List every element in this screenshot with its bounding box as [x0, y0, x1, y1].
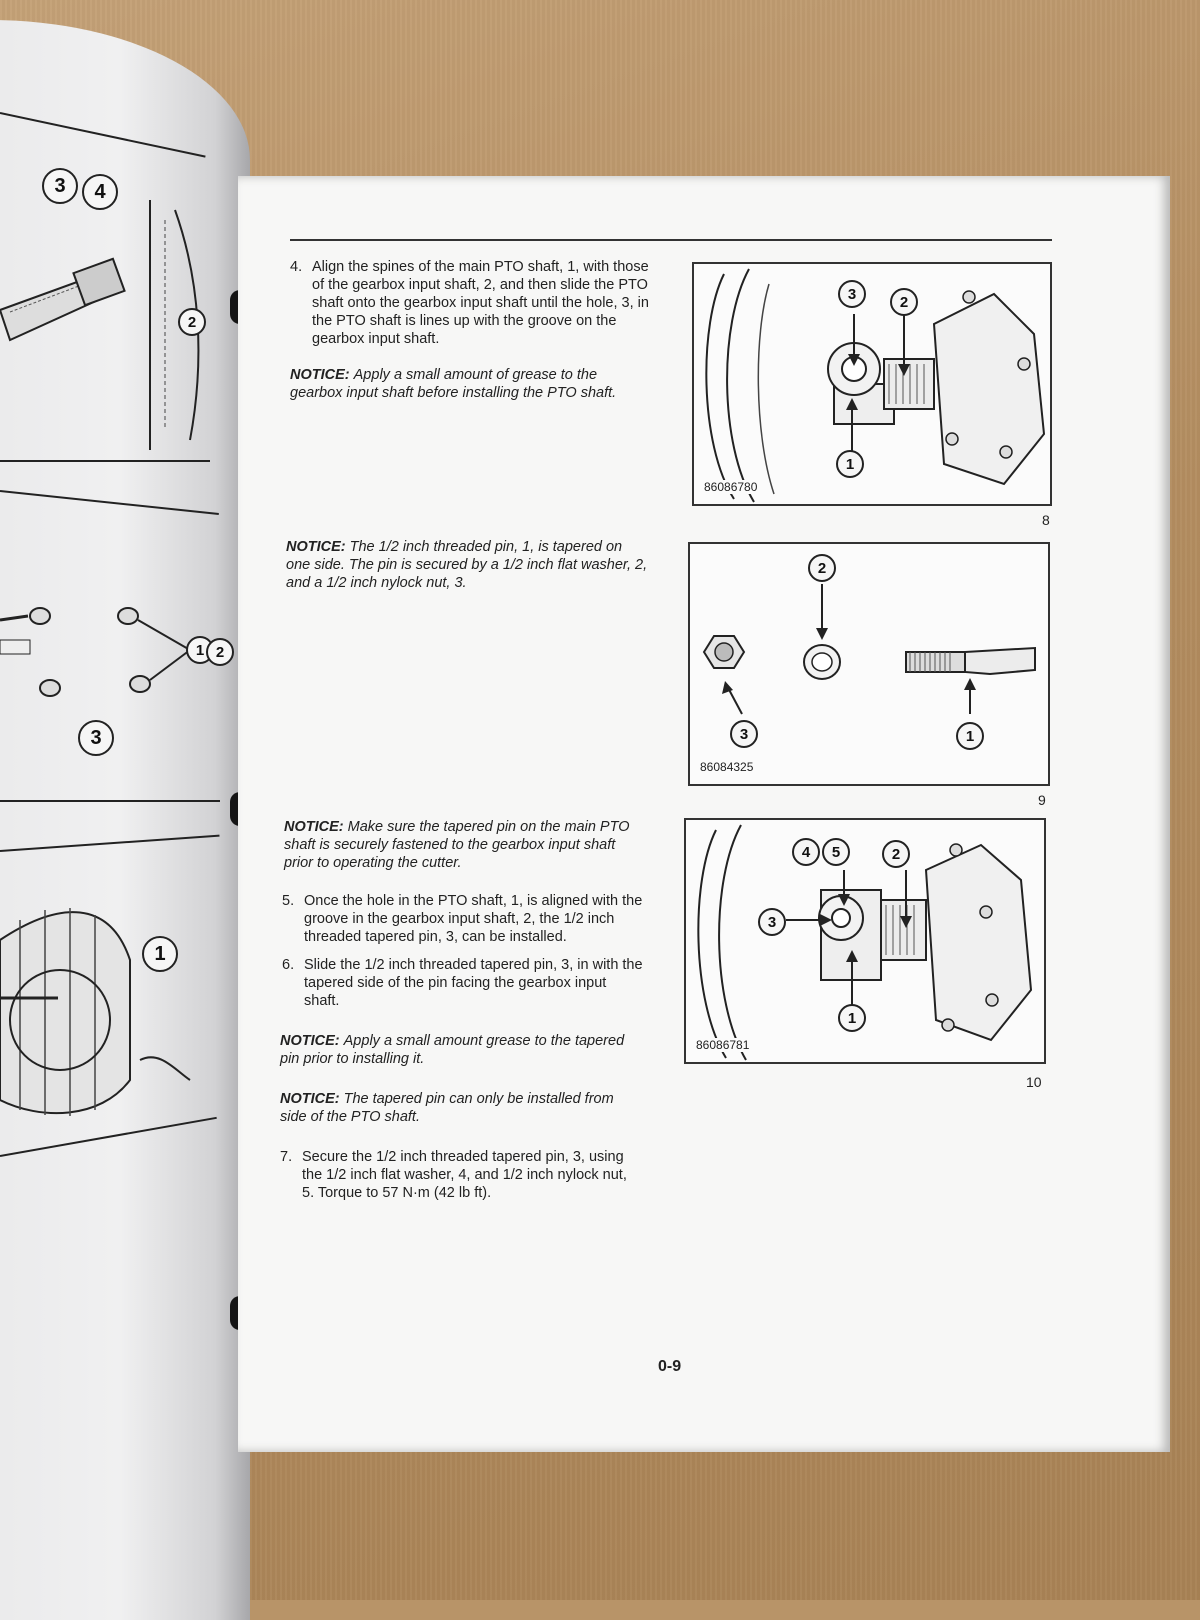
notice-label: NOTICE:	[290, 367, 350, 383]
figure-number: 10	[1026, 1074, 1042, 1090]
callout-1: 1	[956, 722, 984, 750]
panel-border	[0, 800, 220, 802]
step-text: Slide the 1/2 inch threaded tapered pin,…	[304, 957, 643, 1009]
figure-8: 3 2 1 86086780	[692, 262, 1052, 506]
notice-threaded-pin: NOTICE: The 1/2 inch threaded pin, 1, is…	[286, 538, 648, 592]
callout-1: 1	[142, 936, 178, 972]
notice-text: The 1/2 inch threaded pin, 1, is tapered…	[286, 539, 648, 591]
figure-id: 86086780	[702, 480, 760, 494]
figure-number: 8	[1042, 512, 1050, 528]
panel-border	[0, 112, 206, 158]
step-6: 6. Slide the 1/2 inch threaded tapered p…	[282, 956, 644, 1010]
callout-1: 1	[838, 1004, 866, 1032]
notice-label: NOTICE:	[280, 1033, 340, 1049]
notice-label: NOTICE:	[284, 819, 344, 835]
notice-grease-input-shaft: NOTICE: Apply a small amount of grease t…	[290, 366, 650, 402]
step-number: 6.	[282, 957, 295, 973]
illustration-threaded-rod	[0, 200, 200, 450]
callout-3: 3	[758, 908, 786, 936]
step-text: Once the hole in the PTO shaft, 1, is al…	[304, 893, 643, 945]
notice-secure-pin: NOTICE: Make sure the tapered pin on the…	[284, 818, 646, 872]
panel-border	[0, 490, 219, 515]
step-7: 7. Secure the 1/2 inch threaded tapered …	[280, 1148, 642, 1202]
step-number: 5.	[282, 893, 295, 909]
step-text: Secure the 1/2 inch threaded tapered pin…	[302, 1149, 627, 1201]
illustration-pin-washer-nut	[702, 584, 1036, 715]
callout-4: 4	[792, 838, 820, 866]
step-text: Align the spines of the main PTO shaft, …	[312, 259, 649, 347]
illustration-gearbox	[0, 908, 191, 1116]
figure-number: 9	[1038, 792, 1046, 808]
panel-border	[0, 834, 220, 852]
panel-border	[0, 460, 210, 462]
callout-3: 3	[78, 720, 114, 756]
illustration-pto-shaft-alignment	[705, 268, 1046, 503]
callout-3: 3	[838, 280, 866, 308]
callout-2: 2	[882, 840, 910, 868]
notice-grease-pin: NOTICE: Apply a small amount grease to t…	[280, 1032, 642, 1068]
notice-text: Make sure the tapered pin on the main PT…	[284, 819, 630, 871]
notice-text: The tapered pin can only be installed fr…	[280, 1091, 614, 1125]
step-number: 7.	[280, 1149, 293, 1165]
figure-10: 4 5 2 3 1 86086781	[684, 818, 1046, 1064]
callout-3: 3	[730, 720, 758, 748]
callout-5: 5	[822, 838, 850, 866]
callout-2: 2	[178, 308, 206, 336]
notice-install-side: NOTICE: The tapered pin can only be inst…	[280, 1090, 642, 1126]
callout-2: 2	[808, 554, 836, 582]
figure-id: 86084325	[698, 760, 756, 774]
notice-text: Apply a small amount grease to the taper…	[280, 1033, 625, 1067]
illustration-bolts	[0, 607, 191, 697]
step-number: 4.	[290, 259, 303, 275]
top-rule	[290, 239, 1052, 241]
callout-1: 1	[836, 450, 864, 478]
page-number: 0-9	[658, 1358, 682, 1375]
callout-4: 4	[82, 174, 118, 210]
right-page: 4. Align the spines of the main PTO shaf…	[238, 176, 1170, 1452]
notice-label: NOTICE:	[286, 539, 346, 555]
callout-2: 2	[890, 288, 918, 316]
illustration-pin-installed	[697, 824, 1033, 1061]
step-4: 4. Align the spines of the main PTO shaf…	[290, 258, 650, 348]
left-page: 3 4 2 1 2 3 1	[0, 20, 250, 1620]
figure-9: 2 3 1 86084325	[688, 542, 1050, 786]
notice-text: Apply a small amount of grease to the ge…	[290, 367, 617, 401]
callout-2: 2	[206, 638, 234, 666]
step-5: 5. Once the hole in the PTO shaft, 1, is…	[282, 892, 644, 946]
figure-id: 86086781	[694, 1038, 752, 1052]
notice-label: NOTICE:	[280, 1091, 340, 1107]
callout-3: 3	[42, 168, 78, 204]
